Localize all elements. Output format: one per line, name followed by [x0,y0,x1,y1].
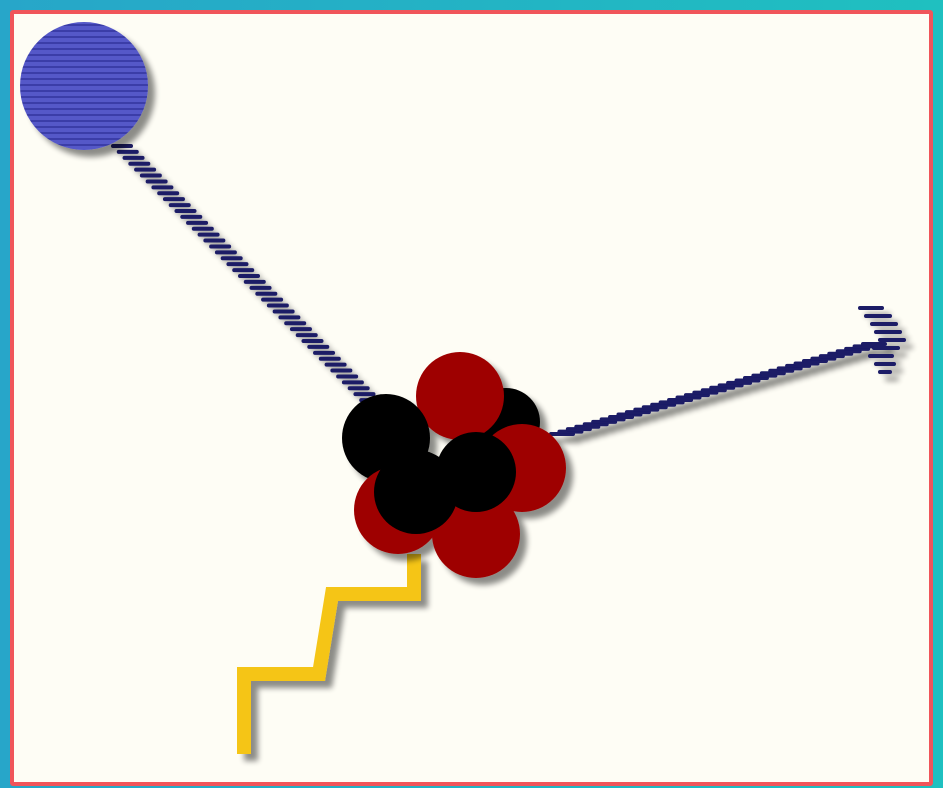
gamma-ray-zigzag [244,554,414,754]
nucleus [342,352,566,578]
incoming-particle [20,22,148,150]
incoming-particle-track [113,146,385,406]
neutron-nucleon [436,432,516,512]
outgoing-particle-track [551,308,904,434]
proton-nucleon [430,380,490,440]
diagram-frame [10,10,933,786]
nuclear-reaction-diagram [14,14,929,782]
